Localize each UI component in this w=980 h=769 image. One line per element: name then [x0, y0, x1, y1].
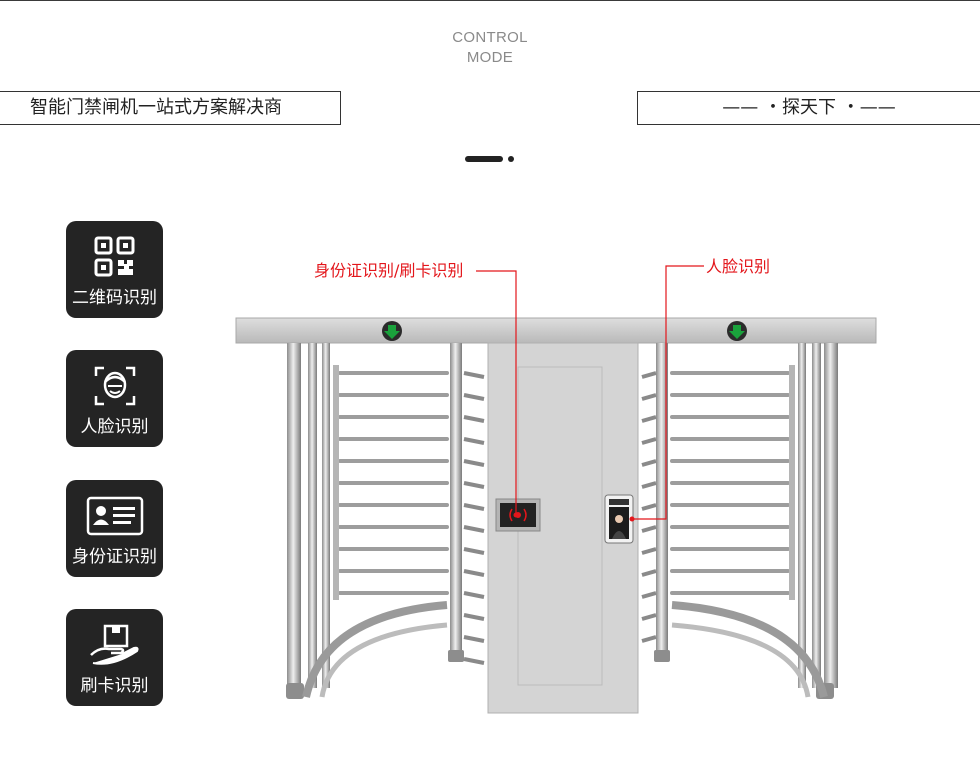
face-terminal — [604, 494, 634, 544]
feature-card-face: 人脸识别 — [66, 350, 163, 447]
mode-line-1: CONTROL — [452, 29, 528, 46]
feature-label: 二维码识别 — [72, 288, 157, 308]
feature-label: 刷卡识别 — [80, 676, 149, 696]
qr-code-icon — [66, 235, 163, 279]
slogan-banner-left: 智能门禁闸机一站式方案解决商 — [0, 91, 341, 125]
card-tap-icon — [66, 623, 163, 667]
feature-card-qr: 二维码识别 — [66, 221, 163, 318]
callout-id-card: 身份证识别/刷卡识别 — [314, 261, 464, 280]
turnstile-illustration — [235, 265, 877, 714]
indicator-dot[interactable] — [508, 156, 514, 162]
carousel-indicator[interactable] — [465, 156, 525, 164]
top-divider — [0, 0, 980, 1]
face-scan-icon — [66, 364, 163, 408]
callout-face: 人脸识别 — [706, 257, 771, 276]
feature-label: 人脸识别 — [80, 417, 149, 437]
feature-card-id: 身份证识别 — [66, 480, 163, 577]
left-arrow-indicator — [382, 321, 402, 341]
id-card-icon — [66, 494, 163, 538]
indicator-active[interactable] — [465, 156, 503, 162]
feature-card-swipe: 刷卡识别 — [66, 609, 163, 706]
mode-line-2: MODE — [466, 49, 514, 66]
right-arrow-indicator — [727, 321, 747, 341]
feature-label: 身份证识别 — [72, 547, 157, 567]
section-heading: CONTROL MODE — [0, 28, 980, 68]
slogan-banner-right: —— ・探天下 ・—— — [637, 91, 980, 125]
